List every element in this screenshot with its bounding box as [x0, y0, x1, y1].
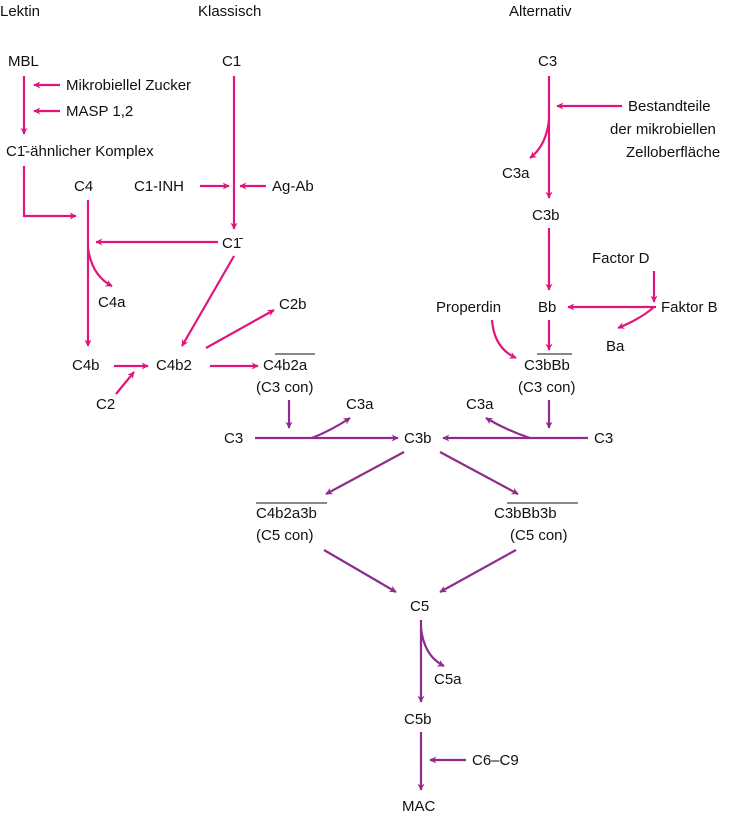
- label-bb: Bb: [538, 299, 556, 316]
- label-c4: C4: [74, 178, 93, 195]
- label-c3-convertase-classical: (C3 con): [256, 379, 314, 396]
- label-properdin: Properdin: [436, 299, 501, 316]
- label-c3a-common-left: C3a: [346, 396, 374, 413]
- arrow-c3b-to-c3bbb3b: [439, 451, 519, 495]
- arrow-c3-to-c3a-alternative: [529, 119, 551, 159]
- label-mbl: MBL: [8, 53, 39, 70]
- label-bestandteile-1: Bestandteile: [628, 98, 711, 115]
- arrow-c3b-to-c4b2a3b: [325, 451, 405, 495]
- label-c5: C5: [410, 598, 429, 615]
- label-c4b2a3b: C4b2a3b: [256, 505, 317, 522]
- label-c3b-alternative: C3b: [532, 207, 560, 224]
- label-c5-convertase-right: (C5 con): [510, 527, 568, 544]
- label-c3-alternative-top: C3: [538, 53, 557, 70]
- arrow-to-c3a-right: [485, 417, 531, 440]
- label-c5-convertase-left: (C5 con): [256, 527, 314, 544]
- arrow-c4-to-c4a: [86, 247, 113, 287]
- header-alternativ: Alternativ: [509, 3, 572, 20]
- label-mac: MAC: [402, 798, 436, 815]
- label-c5b: C5b: [404, 711, 432, 728]
- label-c4b2a: C4b2a: [263, 357, 308, 374]
- arrow-properdin-to-c3bbb: [490, 319, 517, 360]
- arrow-to-c3a-left: [311, 417, 351, 440]
- label-c2b: C2b: [279, 296, 307, 313]
- header-klassisch: Klassisch: [198, 3, 261, 20]
- arrow-c2-to-c4b2: [115, 371, 135, 395]
- label-c4b: C4b: [72, 357, 100, 374]
- label-c3bbb3b: C3bBb3b: [494, 505, 557, 522]
- label-c3a-common-right: C3a: [466, 396, 494, 413]
- label-mikrobieller-zucker: Mikrobiellel Zucker: [66, 77, 191, 94]
- label-c3bbb: C3bBb: [524, 357, 570, 374]
- label-c4b2: C4b2: [156, 357, 192, 374]
- label-c3b-common: C3b: [404, 430, 432, 447]
- label-c3-common-right: C3: [594, 430, 613, 447]
- label-ag-ab: Ag-Ab: [272, 178, 314, 195]
- label-faktor-b: Faktor B: [661, 299, 718, 316]
- arrow-c4b2-to-c2b: [205, 309, 275, 349]
- arrow-c5-to-c5a: [419, 627, 445, 667]
- label-c6-c9: C6–C9: [472, 752, 519, 769]
- label-c3-convertase-alternative: (C3 con): [518, 379, 576, 396]
- label-c4a: C4a: [98, 294, 126, 311]
- label-ba: Ba: [606, 338, 625, 355]
- label-bestandteile-3: Zelloberfläche: [626, 144, 720, 161]
- arrow-faktor-b-to-ba: [617, 306, 655, 330]
- label-c3a-alternative: C3a: [502, 165, 530, 182]
- label-factor-d: Factor D: [592, 250, 650, 267]
- arrow-c4b2a3b-to-c5: [323, 549, 397, 593]
- label-c5a: C5a: [434, 671, 462, 688]
- label-c2: C2: [96, 396, 115, 413]
- header-lektin: Lektin: [0, 3, 40, 20]
- label-c1-like-complex: C1̄-ähnlicher Komplex: [6, 143, 154, 160]
- arrow-c3bbb3b-to-c5: [439, 549, 517, 593]
- label-c1-activated: C1̄: [222, 235, 243, 252]
- label-bestandteile-2: der mikrobiellen: [610, 121, 716, 138]
- arrow-c1bar-to-c4b2: [181, 255, 235, 347]
- label-c1-inh: C1-INH: [134, 178, 184, 195]
- label-c3-common-left: C3: [224, 430, 243, 447]
- label-c1: C1: [222, 53, 241, 70]
- label-masp: MASP 1,2: [66, 103, 133, 120]
- arrow-lectin-to-c4: [22, 166, 77, 220]
